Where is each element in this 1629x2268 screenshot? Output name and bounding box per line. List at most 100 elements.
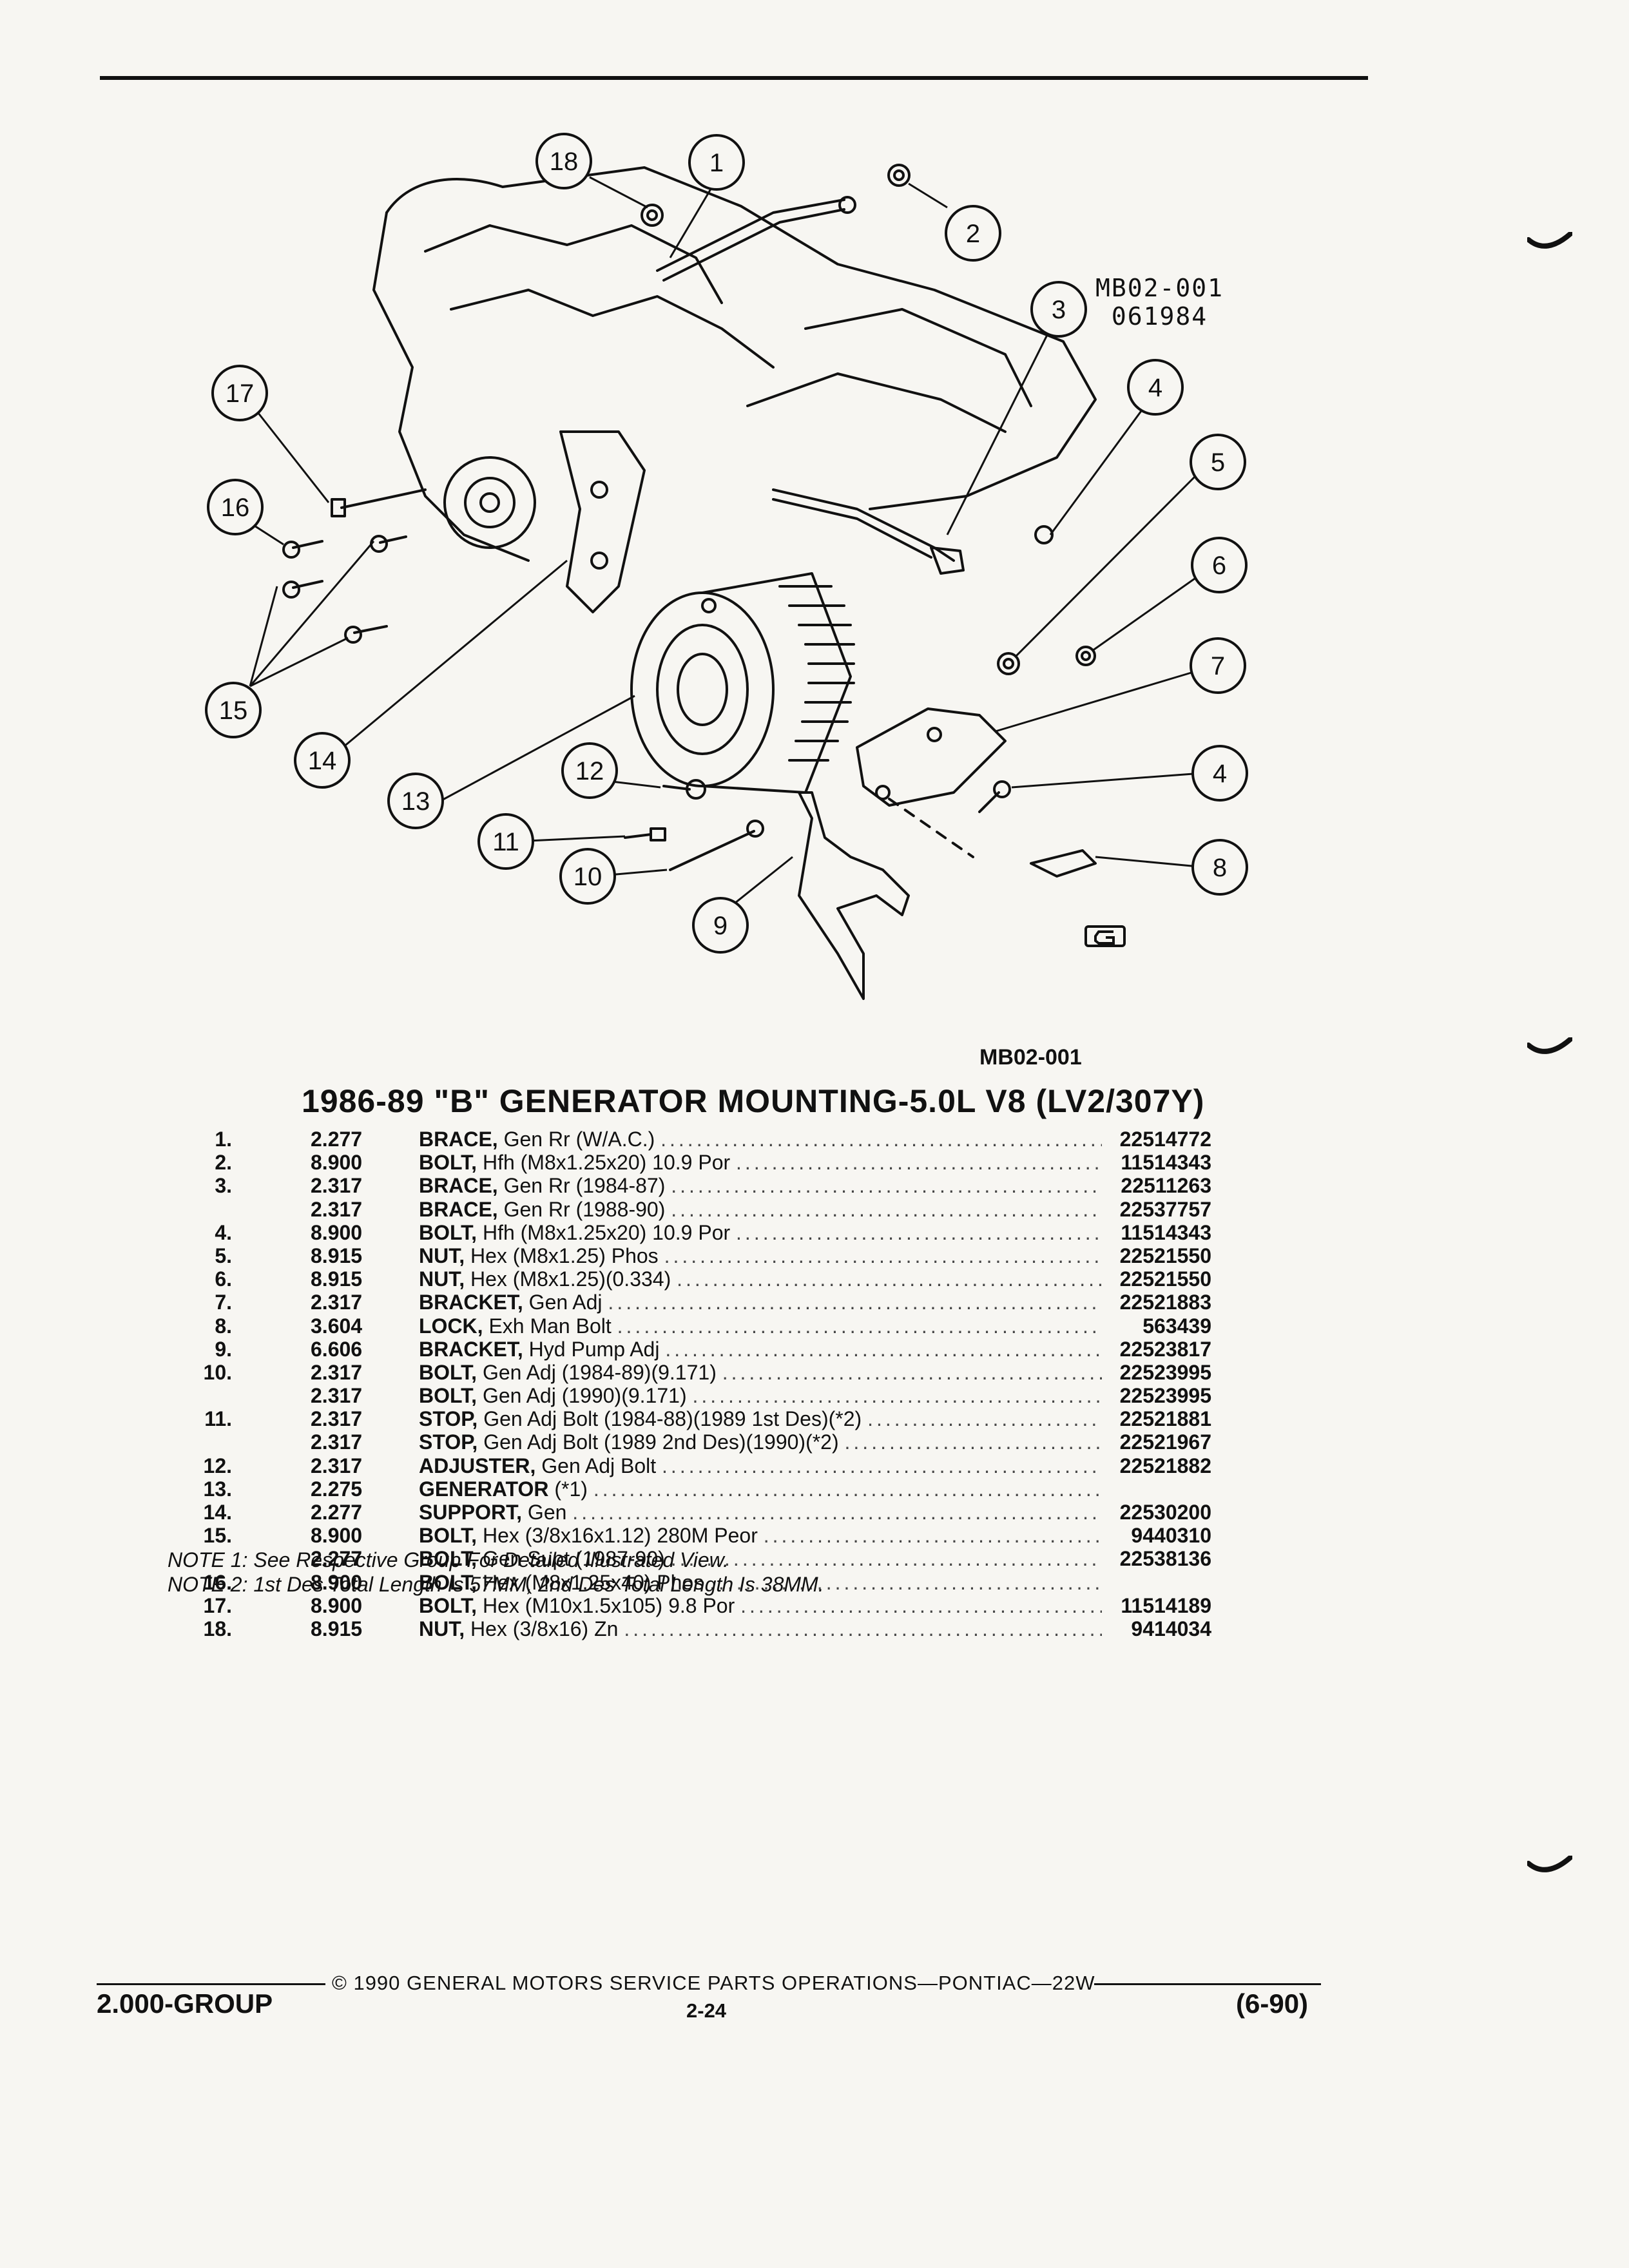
part-description: BRACE, Gen Rr (W/A.C.) .................… <box>419 1128 1102 1151</box>
part-name: BOLT, <box>419 1220 477 1244</box>
item-number: 7. <box>215 1291 232 1314</box>
part-detail: Hex (M8x1.25x40) Phos <box>482 1570 704 1594</box>
leader-dots: ........................................… <box>660 1128 1102 1151</box>
leader-dots: ........................................… <box>736 1220 1102 1244</box>
part-name: STOP, <box>419 1407 478 1431</box>
callout-15: 15 <box>205 682 262 738</box>
part-name: BRACE, <box>419 1174 498 1198</box>
leader-8 <box>1095 856 1199 868</box>
callout-8: 8 <box>1191 839 1248 896</box>
engine-outline <box>385 166 1097 510</box>
item-number: 17. <box>203 1593 232 1617</box>
bolt-17 <box>340 488 427 509</box>
part-name: NUT, <box>419 1244 465 1267</box>
leader-18 <box>589 176 648 209</box>
part-description: BOLT, Gen Adj (1990)(9.171) ............… <box>419 1384 1102 1407</box>
part-number: 11514189 <box>1121 1593 1211 1617</box>
engine-left-edge <box>372 211 530 562</box>
binder-mark-icon <box>1527 1037 1572 1054</box>
binder-mark-icon <box>1527 1856 1572 1872</box>
part-name: BOLT, <box>419 1360 477 1384</box>
leader-1 <box>669 186 713 258</box>
group-number: 2.317 <box>311 1430 363 1454</box>
bolt-2 <box>887 164 911 187</box>
group-number: 2.317 <box>311 1291 363 1314</box>
part-detail: Hex (M10x1.5x105) 9.8 Por <box>482 1593 735 1617</box>
note-1: NOTE 1: See Respective Group For Detaile… <box>168 1548 729 1571</box>
callout-4a: 4 <box>1127 359 1184 416</box>
svg-text:11: 11 <box>492 828 519 856</box>
part-number: 22523995 <box>1119 1360 1211 1384</box>
leader-dots: ........................................… <box>664 1244 1102 1267</box>
leader-dots: ........................................… <box>617 1314 1102 1338</box>
section-title: 1986-89 "B" GENERATOR MOUNTING-5.0L V8 (… <box>302 1083 1205 1119</box>
part-number: 22511263 <box>1121 1174 1211 1198</box>
group-number: 2.317 <box>311 1384 363 1408</box>
figure-caption: MB02-001 <box>979 1045 1082 1070</box>
part-number: 22530200 <box>1119 1501 1211 1524</box>
group-number: 2.277 <box>311 1501 363 1524</box>
callout-5: 5 <box>1190 434 1246 490</box>
leader-5 <box>1014 470 1201 658</box>
part-description: LOCK, Exh Man Bolt .....................… <box>419 1314 1102 1338</box>
leader-15 <box>249 541 375 687</box>
leader-dots: ........................................… <box>867 1407 1102 1431</box>
leader-dots: ........................................… <box>608 1291 1102 1314</box>
support-part <box>559 430 646 613</box>
leader-2 <box>908 182 948 209</box>
part-number: 22523995 <box>1119 1384 1211 1408</box>
part-detail: Hex (M8x1.25)(0.334) <box>470 1267 671 1291</box>
group-number: 8.900 <box>311 1220 363 1244</box>
part-description: BOLT, Hex (3/8x16x1.12) 280M Peor ......… <box>419 1524 1102 1547</box>
brace-1 <box>656 198 845 272</box>
leader-dots: ........................................… <box>709 1570 1102 1594</box>
part-detail: Gen Adj (1990)(9.171) <box>482 1384 687 1408</box>
leader-12 <box>612 780 661 789</box>
part-description: BOLT, Hex (M10x1.5x105) 9.8 Por ........… <box>419 1594 1102 1617</box>
leader-dots: ........................................… <box>671 1174 1102 1198</box>
leader-dots: ........................................… <box>665 1337 1102 1361</box>
item-number: 5. <box>215 1244 232 1267</box>
top-rule <box>100 76 1368 80</box>
part-detail: Gen Adj (1984-89)(9.171) <box>482 1360 717 1384</box>
brace-3 <box>772 488 955 562</box>
revision-date: (6-90) <box>1236 1988 1309 2019</box>
callout-17: 17 <box>211 365 268 421</box>
part-number: 11514343 <box>1121 1151 1211 1175</box>
callout-11: 11 <box>477 813 534 870</box>
svg-text:9: 9 <box>713 912 728 940</box>
figure-id-line2: 061984 <box>1111 302 1208 331</box>
diagram-drawing: 18 1 2 3 4 5 6 17 16 15 14 13 12 11 10 9… <box>205 133 1248 1000</box>
leader-7 <box>995 671 1194 733</box>
group-number: 6.606 <box>311 1337 363 1361</box>
part-description: BRACE, Gen Rr (1988-90) ................… <box>419 1198 1102 1221</box>
part-number: 563439 <box>1142 1314 1211 1338</box>
copyright-line: © 1990 GENERAL MOTORS SERVICE PARTS OPER… <box>332 1972 1095 1994</box>
part-name: BRACE, <box>419 1128 498 1151</box>
part-name: BOLT, <box>419 1524 477 1548</box>
group-number: 2.275 <box>311 1477 363 1501</box>
leader-dots: ........................................… <box>677 1267 1102 1291</box>
group-number: 2.277 <box>311 1547 363 1571</box>
part-detail: Gen Rr (1984-87) <box>503 1174 666 1198</box>
svg-text:14: 14 <box>308 747 337 775</box>
group-number: 8.915 <box>311 1617 363 1640</box>
callout-16: 16 <box>207 479 264 535</box>
group-number: 3.604 <box>311 1314 363 1338</box>
parts-row: 2.317 BOLT, Gen Adj (1990)(9.171) .......… <box>161 1384 1211 1407</box>
part-detail: Gen Supt (1987-90) <box>482 1547 665 1571</box>
part-description: ADJUSTER, Gen Adj Bolt .................… <box>419 1454 1102 1477</box>
footer-group: 2.000-GROUP <box>97 1988 273 2019</box>
part-detail: Gen Adj Bolt (1984-88)(1989 1st Des)(*2) <box>483 1407 862 1431</box>
callout-6: 6 <box>1191 537 1248 593</box>
callout-3: 3 <box>1030 281 1087 338</box>
part-description: NUT, Hex (M8x1.25) Phos ................… <box>419 1244 1102 1267</box>
